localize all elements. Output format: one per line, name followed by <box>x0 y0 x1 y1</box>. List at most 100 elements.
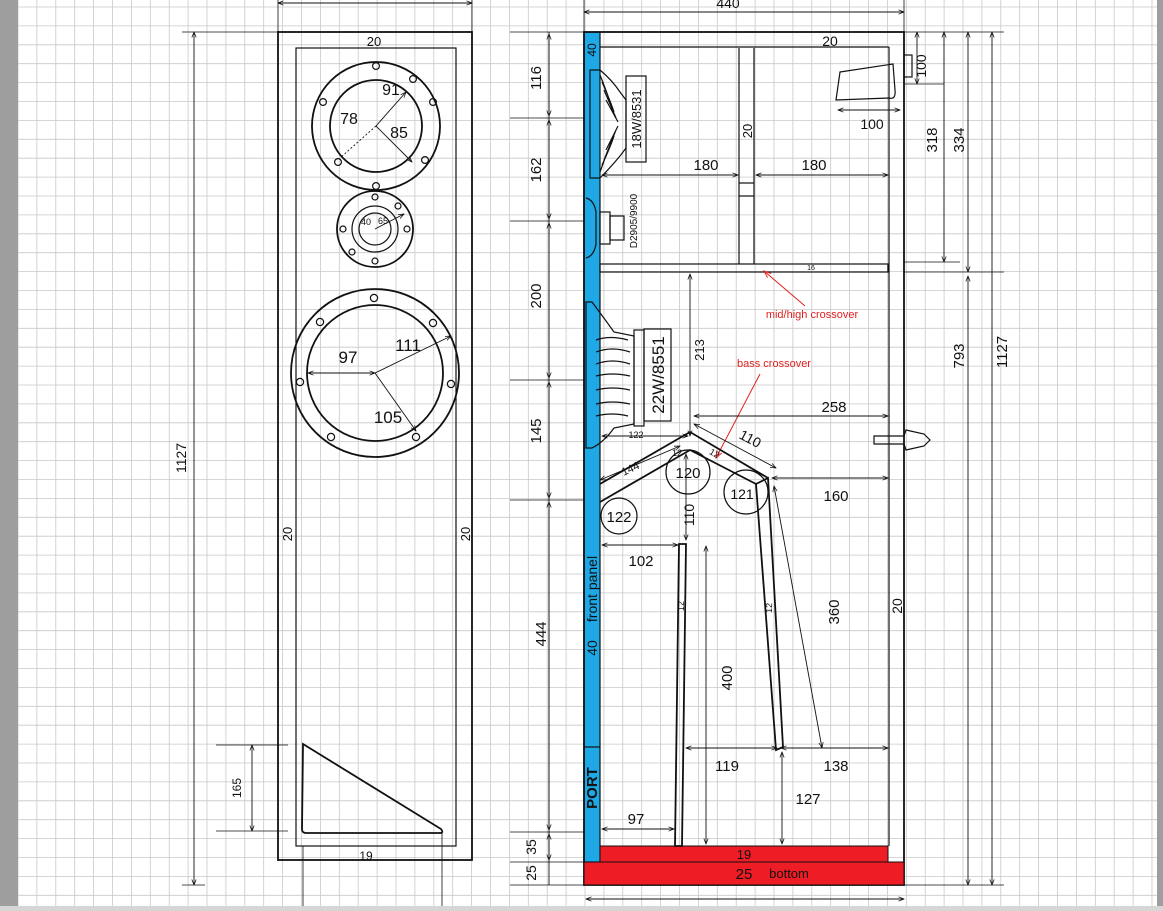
left-200-label: 200 <box>528 283 545 308</box>
angle-122-label: 122 <box>606 509 631 526</box>
mid-woofer-bolt <box>372 182 381 191</box>
mid-partition-thickness: 20 <box>740 124 755 138</box>
tweeter-dome-ring <box>351 205 399 253</box>
left-145-label: 145 <box>528 418 545 443</box>
bass-woofer-outer-ring <box>290 288 460 458</box>
tweeter-rear <box>609 215 625 241</box>
tweeter-dim-b: 65 <box>378 216 388 226</box>
mid-woofer-dim-a: 91 <box>382 82 400 99</box>
bass-woofer-bolt <box>428 318 438 328</box>
front-bottom-thickness: 19 <box>359 849 373 863</box>
mid-woofer-radius-2 <box>375 125 412 162</box>
bass-woofer-bolt <box>369 293 379 303</box>
mid-woofer-bolt <box>409 74 418 83</box>
side-width-label: 440 <box>716 0 740 11</box>
h213-label: 213 <box>692 339 707 361</box>
mid-driver-magnet <box>625 75 647 163</box>
mid-high-crossover-leader <box>764 271 806 307</box>
right-1127-label: 1127 <box>994 336 1011 368</box>
bottom-25-label: 25 <box>736 866 753 883</box>
tweeter-radius <box>374 214 404 230</box>
left-baffle <box>674 543 687 847</box>
left-frame-bar <box>0 0 18 906</box>
front-outer-outline <box>277 31 473 861</box>
angle-122-circle <box>600 497 638 535</box>
bass-woofer-dim-a: 97 <box>339 348 358 367</box>
front-inner-outline <box>295 47 457 847</box>
front-panel-top-40: 40 <box>585 43 599 57</box>
angle-121-label: 121 <box>730 486 754 502</box>
w102-label: 102 <box>628 553 653 570</box>
angle-120-label: 120 <box>675 465 700 482</box>
bottom-board-25 <box>583 861 905 886</box>
bass-woofer-bolt <box>295 377 305 387</box>
w119-label: 119 <box>715 758 739 775</box>
right-100-label: 100 <box>913 54 929 78</box>
mid-woofer-dim-b: 78 <box>340 111 358 128</box>
left-116-label: 116 <box>528 66 545 90</box>
front-panel-40: 40 <box>584 640 600 656</box>
side-back-thickness: 20 <box>889 598 905 614</box>
w180-left-label: 180 <box>693 157 718 174</box>
tweeter-body <box>585 197 597 259</box>
bass-woofer-bolt <box>411 432 421 442</box>
bass-woofer-bolt <box>315 317 325 327</box>
tweeter-model: D2905/9900 <box>629 193 640 248</box>
tweeter-bolt <box>403 225 411 233</box>
tweeter-dome <box>358 212 392 246</box>
mid-woofer-dim-c: 85 <box>390 125 408 142</box>
bass-woofer-radius-2 <box>374 336 451 374</box>
w180-right-label: 180 <box>801 157 826 174</box>
mid-woofer-bolt <box>429 97 438 106</box>
mid-woofer-bolt <box>319 97 328 106</box>
bass-crossover-label: bass crossover <box>737 358 811 370</box>
port-opening <box>301 742 444 834</box>
mid-woofer-radius-1 <box>375 92 406 127</box>
left-444-label: 444 <box>533 621 550 646</box>
left-baffle-12: 12 <box>676 601 686 611</box>
right-frame-bar <box>1157 0 1163 906</box>
mid-woofer-bolt <box>421 156 430 165</box>
front-left-thickness: 20 <box>280 527 295 541</box>
port-label: PORT <box>584 767 601 809</box>
front-height-label: 1127 <box>173 443 189 473</box>
mid-woofer-radius-3 <box>339 125 377 159</box>
w100-label: 100 <box>860 116 884 132</box>
w122-top-label: 122 <box>628 430 643 440</box>
h360-dim <box>774 486 822 748</box>
tweeter-flange <box>336 190 414 268</box>
side-top-thickness: 20 <box>822 33 838 49</box>
front-top-thickness: 20 <box>367 34 381 49</box>
w160-label: 160 <box>823 488 848 505</box>
mid-shelf-thickness: 16 <box>807 265 815 272</box>
mid-shelf <box>599 263 889 273</box>
right-318-label: 318 <box>924 127 941 152</box>
port-height-label: 165 <box>230 778 244 798</box>
bass-driver-label-box <box>643 328 672 422</box>
tweeter-bolt <box>371 193 379 201</box>
tweeter-bolt <box>339 225 347 233</box>
front-right-thickness: 20 <box>458 527 473 541</box>
h110-label: 110 <box>681 504 697 527</box>
bass-woofer-radius-3 <box>374 372 416 431</box>
tweeter-bolt <box>371 257 379 265</box>
bass-woofer-bolt <box>446 379 456 389</box>
w144-dim <box>600 445 680 481</box>
w258-label: 258 <box>821 399 846 416</box>
mid-high-crossover-label: mid/high crossover <box>766 309 859 321</box>
h127-label: 127 <box>795 791 820 808</box>
mid-woofer-bolt <box>334 158 343 167</box>
side-view: 440 19 25 bottom 20 40 18W/8531 D2905/99… <box>510 0 1011 899</box>
bass-woofer-dim-c: 105 <box>374 408 402 427</box>
left-35-label: 35 <box>523 839 539 855</box>
tweeter-dim-a: 40 <box>361 217 371 227</box>
deflector-12-b: 12 <box>708 447 722 461</box>
bass-woofer-bolt <box>326 432 336 442</box>
bottom-board-label: bottom <box>769 866 809 881</box>
right-baffle-12: 12 <box>764 603 774 613</box>
mid-driver-cone <box>599 74 619 173</box>
left-25-label: 25 <box>523 865 539 881</box>
front-view: 1127 20 20 20 91 78 85 40 65 <box>173 0 473 906</box>
